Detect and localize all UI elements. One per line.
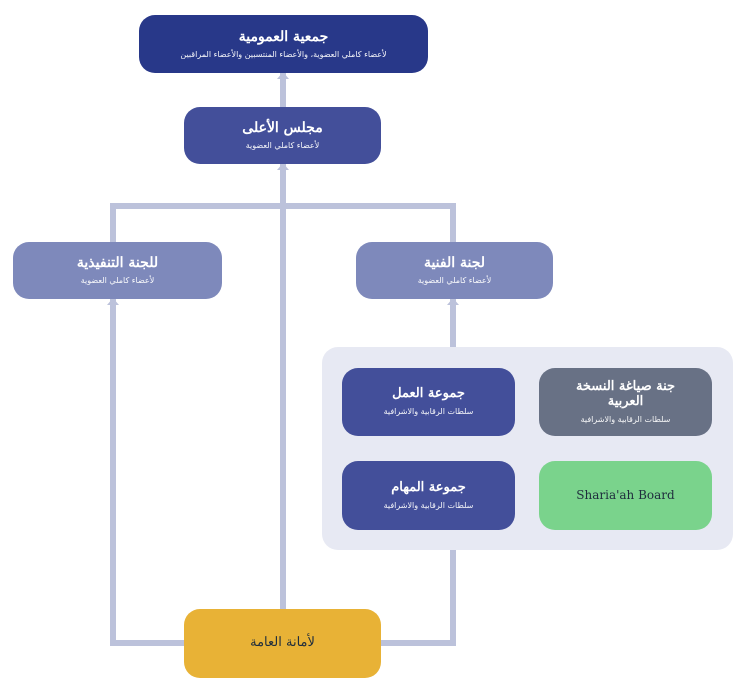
node-subtitle: لأعضاء كاملي العضوية bbox=[417, 276, 492, 286]
node-title: لأمانة العامة bbox=[250, 635, 315, 651]
arrowhead-technical bbox=[447, 298, 459, 305]
node-title: مجلس الأعلى bbox=[242, 120, 323, 137]
arrowhead-council bbox=[277, 163, 289, 170]
node-subtitle: لأعضاء كاملي العضوية bbox=[245, 141, 320, 151]
node-title: للجنة التنفيذية bbox=[76, 255, 159, 272]
node-sharia-board: Sharia'ah Board bbox=[539, 461, 712, 530]
connector-committees-bar bbox=[110, 203, 456, 242]
node-subtitle: سلطات الرقابية والاشرافية bbox=[383, 500, 474, 510]
node-general-secretariat: لأمانة العامة bbox=[184, 609, 381, 678]
node-title: جموعة المهام bbox=[391, 479, 466, 495]
node-executive-committee: للجنة التنفيذية لأعضاء كاملي العضوية bbox=[13, 242, 222, 299]
node-subtitle: سلطات الرقابية والاشرافية bbox=[580, 414, 671, 424]
arrowhead-assembly bbox=[277, 72, 289, 79]
node-working-group: جموعة العمل سلطات الرقابية والاشرافية bbox=[342, 368, 515, 436]
node-task-force: جموعة المهام سلطات الرقابية والاشرافية bbox=[342, 461, 515, 530]
arrowhead-executive bbox=[107, 298, 119, 305]
node-supreme-council: مجلس الأعلى لأعضاء كاملي العضوية bbox=[184, 107, 381, 164]
node-subtitle: لأعضاء كاملي العضوية، والأعضاء المنتسبين… bbox=[180, 49, 387, 59]
node-general-assembly: جمعية العمومية لأعضاء كاملي العضوية، وال… bbox=[139, 15, 428, 73]
node-subtitle: لأعضاء كاملي العضوية bbox=[80, 276, 155, 286]
node-title: Sharia'ah Board bbox=[576, 487, 675, 502]
node-title: لجنة الفنية bbox=[423, 255, 486, 272]
node-arabic-version-committee: جنة صياغة النسخة العربية سلطات الرقابية … bbox=[539, 368, 712, 436]
node-technical-committee: لجنة الفنية لأعضاء كاملي العضوية bbox=[356, 242, 553, 299]
node-title: جمعية العمومية bbox=[238, 28, 329, 45]
connector-secretariat-to-technical bbox=[381, 550, 456, 646]
connector-secretariat-to-executive bbox=[110, 299, 184, 646]
node-subtitle: سلطات الرقابية والاشرافية bbox=[383, 407, 474, 417]
node-title: جموعة العمل bbox=[392, 386, 465, 402]
node-title: جنة صياغة النسخة العربية bbox=[575, 378, 676, 409]
